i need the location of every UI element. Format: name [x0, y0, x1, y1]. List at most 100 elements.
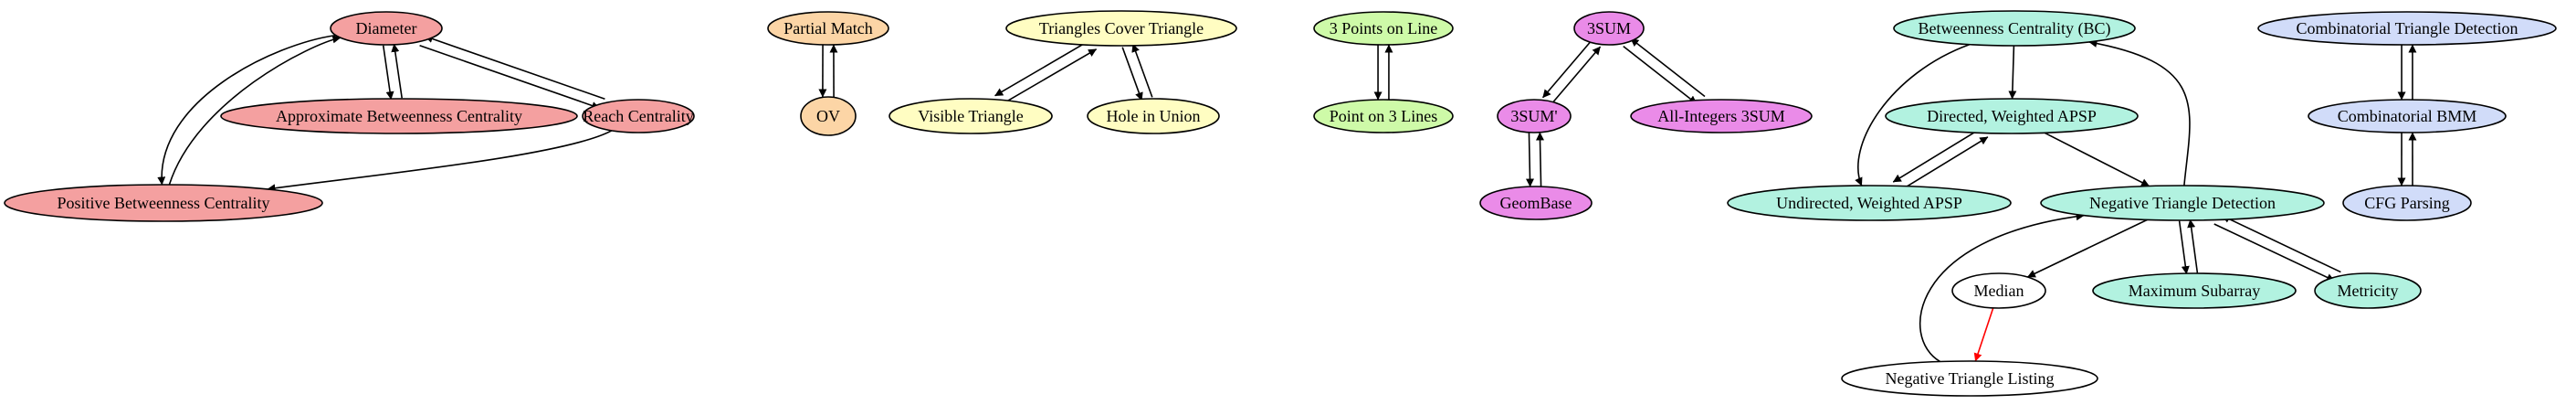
node-hole_union: Hole in Union	[1087, 98, 1220, 134]
node-ov: OV	[800, 96, 857, 136]
node-label-sum3p: 3SUM'	[1510, 107, 1557, 125]
node-reach: Reach Centrality	[582, 99, 695, 133]
node-ellipse-metricity	[2314, 272, 2422, 309]
node-ellipse-tri_cover	[1005, 10, 1237, 47]
edge-visible_tri-to-tri_cover	[1002, 48, 1098, 105]
node-tri_cover: Triangles Cover Triangle	[1005, 10, 1237, 47]
node-label-undir_apsp: Undirected, Weighted APSP	[1776, 194, 1962, 212]
node-label-ov: OV	[816, 107, 840, 125]
node-ellipse-visible_tri	[888, 98, 1053, 134]
node-ellipse-comb_tri	[2257, 11, 2557, 46]
node-median: Median	[1951, 272, 2046, 309]
node-ellipse-pt_lines	[1313, 99, 1454, 133]
edge-dir_apsp-to-neg_tri	[2044, 132, 2150, 187]
node-label-pts_line: 3 Points on Line	[1330, 19, 1438, 37]
node-label-metricity: Metricity	[2338, 282, 2399, 300]
node-label-bc: Betweenness Centrality (BC)	[1919, 19, 2111, 38]
node-cfg: CFG Parsing	[2342, 185, 2472, 221]
node-partial_match: Partial Match	[767, 11, 889, 46]
node-max_sub: Maximum Subarray	[2092, 272, 2297, 309]
edge-pos_bc-to-diameter	[168, 35, 342, 186]
node-label-max_sub: Maximum Subarray	[2129, 282, 2260, 300]
edge-sum3p-to-sum3	[1551, 46, 1602, 105]
node-undir_apsp: Undirected, Weighted APSP	[1727, 185, 2012, 221]
node-label-tri_cover: Triangles Cover Triangle	[1039, 19, 1204, 37]
node-ellipse-sum3	[1573, 11, 1645, 46]
node-label-dir_apsp: Directed, Weighted APSP	[1927, 107, 2097, 125]
node-ellipse-neg_list	[1841, 360, 2098, 397]
node-dir_apsp: Directed, Weighted APSP	[1885, 98, 2139, 134]
edge-diameter-to-pos_bc	[157, 34, 336, 186]
node-label-hole_union: Hole in Union	[1107, 107, 1201, 125]
edge-diameter-to-reach	[419, 44, 601, 110]
node-ellipse-diameter	[330, 11, 443, 46]
node-ellipse-neg_tri	[2040, 185, 2325, 221]
node-comb_bmm: Combinatorial BMM	[2308, 99, 2507, 133]
node-label-approx_bc: Approximate Betweenness Centrality	[276, 107, 522, 125]
node-geombase: GeomBase	[1479, 186, 1593, 220]
edge-tri_cover-to-visible_tri	[994, 40, 1089, 97]
edge-sum3p-to-geombase	[1525, 133, 1534, 187]
node-ellipse-pts_line	[1313, 11, 1454, 46]
node-ellipse-bc	[1893, 10, 2136, 47]
edge-diameter-to-approx_bc	[382, 45, 394, 101]
edge-hole_union-to-tri_cover	[1131, 43, 1153, 98]
node-label-diameter: Diameter	[356, 19, 417, 37]
node-ellipse-reach	[582, 99, 695, 133]
node-label-partial_match: Partial Match	[783, 19, 872, 37]
edge-median-to-neg_list	[1973, 307, 1994, 362]
node-comb_tri: Combinatorial Triangle Detection	[2257, 11, 2557, 46]
edge-dir_apsp-to-undir_apsp	[1892, 128, 1981, 183]
node-ellipse-undir_apsp	[1727, 185, 2012, 221]
node-ellipse-median	[1951, 272, 2046, 309]
edge-sum3-to-sum3p	[1541, 39, 1593, 99]
edge-neg_tri-to-metricity	[2213, 223, 2335, 282]
node-sum3: 3SUM	[1573, 11, 1645, 46]
edge-neg_tri-to-bc	[2088, 39, 2191, 187]
node-bc: Betweenness Centrality (BC)	[1893, 10, 2136, 47]
edge-neg_list-to-neg_tri	[1919, 212, 2085, 363]
edge-reach-to-diameter	[424, 35, 605, 101]
node-ellipse-approx_bc	[220, 98, 578, 134]
node-ellipse-pos_bc	[4, 184, 323, 222]
node-ellipse-comb_bmm	[2308, 99, 2507, 133]
edge-reach-to-pos_bc	[267, 130, 613, 193]
node-neg_list: Negative Triangle Listing	[1841, 360, 2098, 397]
node-label-neg_list: Negative Triangle Listing	[1886, 369, 2055, 388]
node-label-pt_lines: Point on 3 Lines	[1330, 107, 1438, 125]
node-ellipse-allint	[1630, 99, 1813, 133]
node-label-cfg: CFG Parsing	[2364, 194, 2450, 212]
node-ellipse-ov	[800, 96, 857, 136]
node-pts_line: 3 Points on Line	[1313, 11, 1454, 46]
node-approx_bc: Approximate Betweenness Centrality	[220, 98, 578, 134]
node-label-comb_bmm: Combinatorial BMM	[2338, 107, 2477, 125]
node-neg_tri: Negative Triangle Detection	[2040, 185, 2325, 221]
node-label-sum3: 3SUM	[1587, 19, 1631, 37]
node-label-visible_tri: Visible Triangle	[918, 107, 1023, 125]
node-ellipse-partial_match	[767, 11, 889, 46]
edge-neg_tri-to-max_sub	[2178, 220, 2190, 275]
edge-metricity-to-neg_tri	[2221, 215, 2341, 273]
node-ellipse-geombase	[1479, 186, 1593, 220]
node-ellipse-hole_union	[1087, 98, 1220, 134]
node-label-neg_tri: Negative Triangle Detection	[2089, 194, 2276, 212]
edge-max_sub-to-neg_tri	[2187, 218, 2199, 273]
edge-bc-to-undir_apsp	[1855, 43, 1971, 187]
node-metricity: Metricity	[2314, 272, 2422, 309]
node-pos_bc: Positive Betweenness Centrality	[4, 184, 323, 222]
node-sum3p: 3SUM'	[1497, 99, 1572, 133]
node-label-geombase: GeomBase	[1500, 194, 1572, 212]
node-label-allint: All-Integers 3SUM	[1657, 107, 1784, 125]
edge-bc-to-dir_apsp	[2008, 45, 2017, 100]
node-ellipse-dir_apsp	[1885, 98, 2139, 134]
edge-neg_tri-to-median	[2026, 218, 2148, 278]
edge-tri_cover-to-hole_union	[1121, 47, 1143, 101]
edge-allint-to-sum3	[1630, 37, 1706, 98]
node-label-pos_bc: Positive Betweenness Centrality	[58, 194, 270, 212]
edge-approx_bc-to-diameter	[391, 43, 403, 99]
node-ellipse-max_sub	[2092, 272, 2297, 309]
node-label-reach: Reach Centrality	[583, 107, 693, 125]
node-diameter: Diameter	[330, 11, 443, 46]
